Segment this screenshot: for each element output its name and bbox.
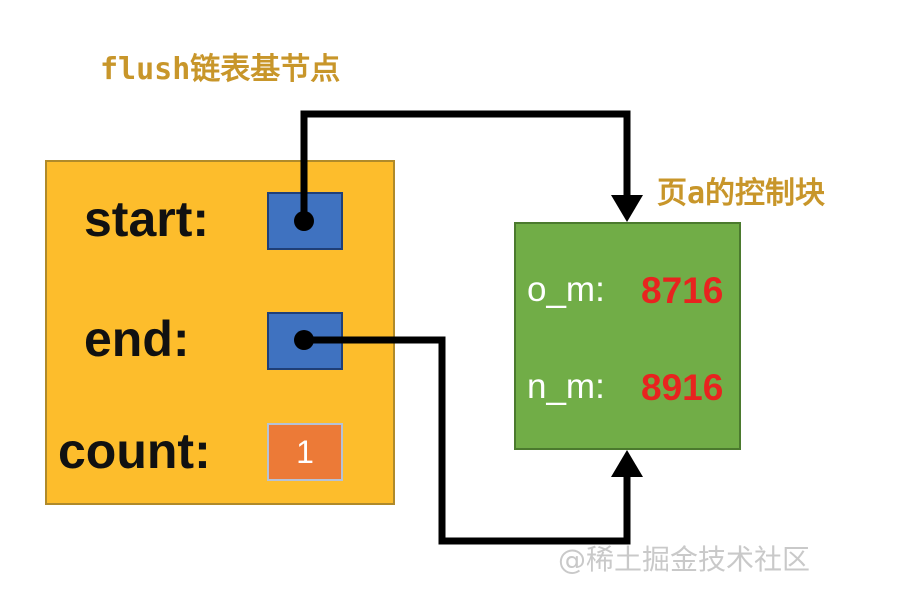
end-pointer-arrow bbox=[294, 330, 643, 545]
newest-modification-label: n_m: bbox=[527, 367, 605, 406]
page-control-block-title: 页a的控制块 bbox=[657, 176, 826, 211]
start-pointer-arrow bbox=[294, 110, 643, 231]
count-field-label: count: bbox=[58, 423, 211, 479]
end-field-label: end: bbox=[84, 311, 190, 367]
flush-list-base-node-title: flush链表基节点 bbox=[100, 52, 341, 87]
watermark: @稀土掘金技术社区 bbox=[558, 543, 811, 576]
oldest-modification-value: 8716 bbox=[641, 270, 724, 311]
newest-modification-value: 8916 bbox=[641, 367, 724, 408]
oldest-modification-label: o_m: bbox=[527, 270, 605, 309]
page-control-block bbox=[514, 222, 741, 450]
start-field-label: start: bbox=[84, 191, 210, 247]
count-value-box: 1 bbox=[267, 423, 343, 481]
